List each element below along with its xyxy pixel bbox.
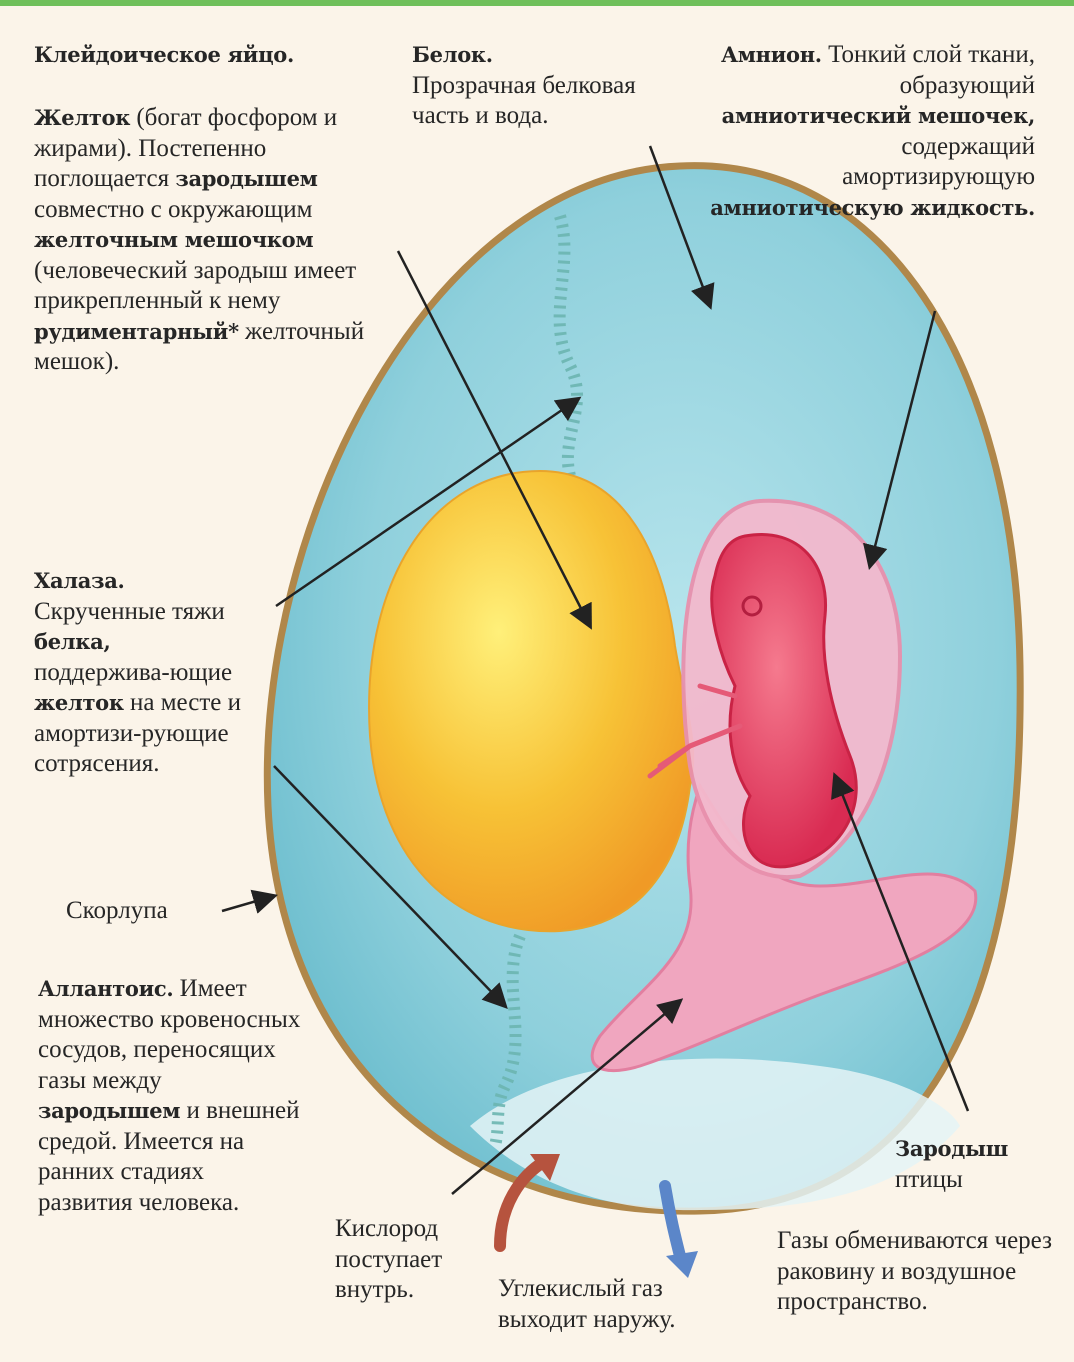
- label-shell: Скорлупа: [66, 896, 168, 927]
- yolk: [369, 471, 693, 931]
- label-chalaza: Халаза.Скрученные тяжи белка, поддержива…: [34, 566, 249, 780]
- pointer-shell: [222, 896, 274, 911]
- label-albumen: Белок.Прозрачная белковая часть и вода.: [412, 40, 642, 132]
- label-co2: Углекислый газ выходит наружу.: [498, 1274, 743, 1335]
- label-amnion: Амнион. Тонкий слой ткани, образующий ам…: [705, 40, 1035, 223]
- label-oxygen: Кислород поступает внутрь.: [335, 1214, 485, 1306]
- label-allantois: Аллантоис. Имеет множество кровеносных с…: [38, 974, 303, 1218]
- label-gas-exchange: Газы обмениваются через раковину и возду…: [777, 1226, 1073, 1318]
- label-yolk: Желток (богат фосфором и жирами). Постеп…: [34, 103, 399, 378]
- label-cleidoic-egg: Клейдоическое яйцо.: [34, 40, 294, 71]
